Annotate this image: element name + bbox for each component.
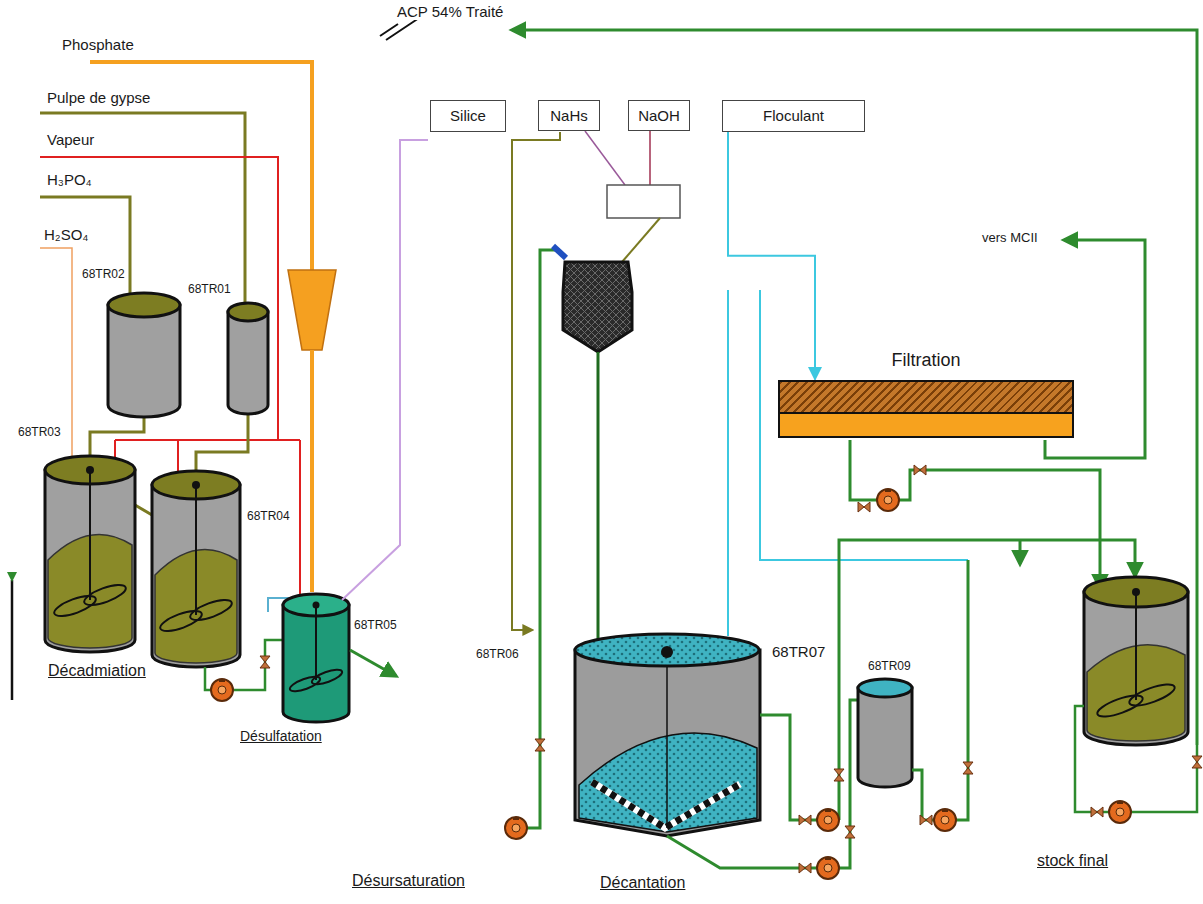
flow-connector — [728, 132, 815, 380]
reagent-box: NaOH — [628, 100, 690, 131]
filter-unit: Filtration — [778, 350, 1074, 440]
filter-cloth — [780, 414, 1072, 436]
feed-label: Pulpe de gypse — [45, 89, 152, 106]
section-title: Décantation — [598, 874, 687, 892]
feed-label: Vapeur — [45, 131, 96, 148]
tank-tag: 68TR07 — [770, 643, 827, 660]
filter-band — [778, 380, 1074, 438]
reagent-box: Silice — [430, 100, 506, 132]
feed-label: H₂SO₄ — [42, 226, 90, 243]
product-label: ACP 54% Traité — [395, 3, 505, 20]
tank-tag: 68TR01 — [186, 283, 233, 297]
tank-tag: 68TR05 — [352, 619, 399, 633]
feed-label: H₃PO₄ — [45, 171, 94, 188]
tank-tag: 68TR02 — [80, 268, 127, 282]
tank-tag: 68TR04 — [245, 510, 292, 524]
destination-label: vers MCII — [980, 231, 1040, 246]
feed-label: Phosphate — [60, 36, 136, 53]
section-title: Décadmiation — [46, 662, 148, 680]
section-title: Désulfatation — [238, 728, 324, 744]
box-label: Silice — [450, 107, 486, 125]
filter-cake — [780, 382, 1072, 414]
section-title: Désursaturation — [350, 872, 467, 890]
tank-tag: 68TR03 — [16, 426, 63, 440]
box-label: NaHs — [550, 107, 588, 125]
tank-tag: 68TR09 — [866, 660, 913, 674]
box-label: NaOH — [638, 107, 680, 125]
reagent-box: Floculant — [722, 100, 865, 132]
reagent-box: NaHs — [538, 100, 600, 131]
tank-tag: 68TR06 — [474, 648, 521, 662]
box-label: Floculant — [763, 107, 824, 125]
unit-heading: Filtration — [888, 350, 963, 372]
section-title: stock final — [1035, 852, 1110, 870]
